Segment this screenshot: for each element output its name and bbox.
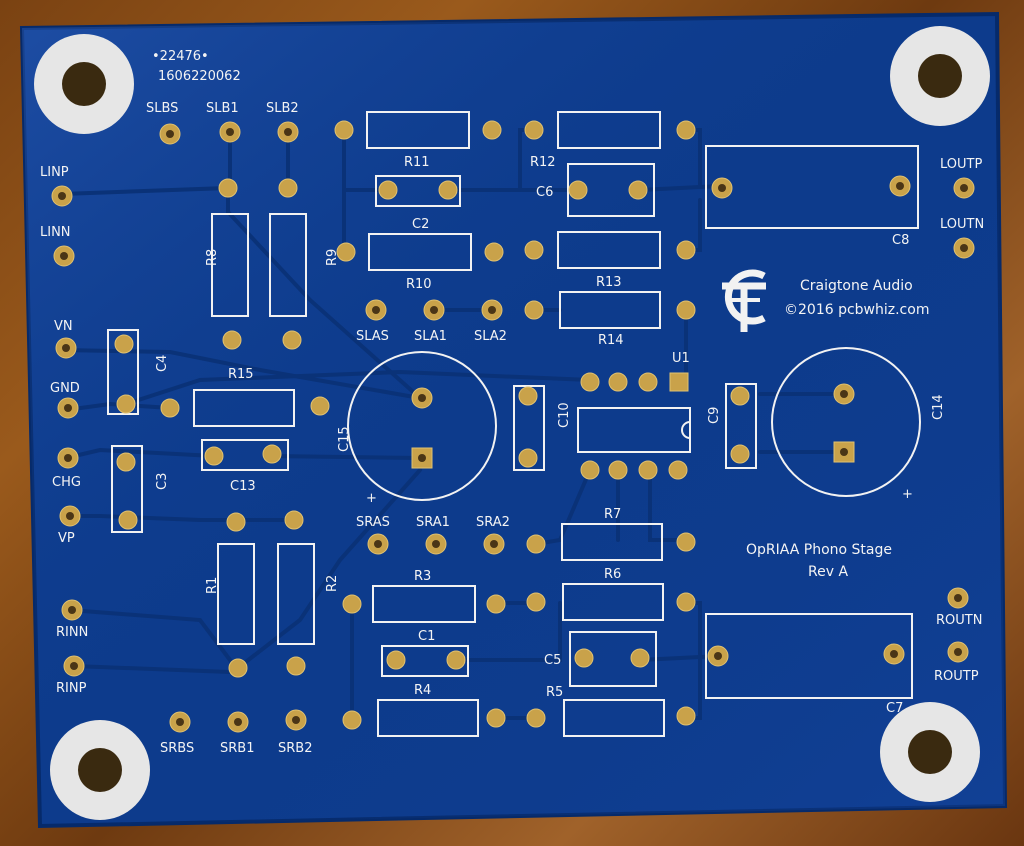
label-r14: R14 <box>598 333 624 348</box>
label-c10: C10 <box>557 402 572 428</box>
label-r4: R4 <box>414 683 431 698</box>
product-rev: Rev A <box>808 564 848 580</box>
label-slbs: SLBS <box>146 101 178 116</box>
label-chg: CHG <box>52 475 81 490</box>
label-slb2: SLB2 <box>266 101 299 116</box>
label-sla2: SLA2 <box>474 329 507 344</box>
label-srb2: SRB2 <box>278 741 312 756</box>
company-name: Craigtone Audio <box>800 278 913 294</box>
label-c9: C9 <box>707 407 722 424</box>
through-hole-pads <box>51 120 975 733</box>
label-sra1: SRA1 <box>416 515 450 530</box>
label-c2: C2 <box>412 217 429 232</box>
label-r12: R12 <box>530 155 556 170</box>
copyright: ©2016 pcbwhiz.com <box>784 302 929 318</box>
label-c4: C4 <box>155 355 170 372</box>
label-loutn: LOUTN <box>940 217 984 232</box>
label-rinp: RINP <box>56 681 87 696</box>
label-sras: SRAS <box>356 515 390 530</box>
label-c14-plus: + <box>902 487 913 502</box>
label-c15-plus: + <box>366 491 377 506</box>
label-r6: R6 <box>604 567 621 582</box>
board-code: 1606220062 <box>158 69 241 84</box>
label-linp: LINP <box>40 165 69 180</box>
label-rinn: RINN <box>56 625 88 640</box>
label-c5: C5 <box>544 653 561 668</box>
label-sra2: SRA2 <box>476 515 510 530</box>
mount-hole-bottom-right <box>880 702 980 802</box>
craigtone-logo-icon <box>722 269 766 332</box>
label-slb1: SLB1 <box>206 101 239 116</box>
label-loutp: LOUTP <box>940 157 982 172</box>
serial-number: •22476• <box>152 49 209 64</box>
label-gnd: GND <box>50 381 80 396</box>
label-r1: R1 <box>205 577 220 594</box>
label-r3: R3 <box>414 569 431 584</box>
label-r8: R8 <box>205 249 220 266</box>
label-c15: C15 <box>337 426 352 452</box>
product-name: OpRIAA Phono Stage <box>746 542 892 558</box>
label-c6: C6 <box>536 185 553 200</box>
label-srb1: SRB1 <box>220 741 254 756</box>
label-c8: C8 <box>892 233 909 248</box>
label-c14: C14 <box>931 394 946 420</box>
label-r15: R15 <box>228 367 254 382</box>
label-r10: R10 <box>406 277 432 292</box>
label-r2: R2 <box>325 575 340 592</box>
label-r5: R5 <box>546 685 563 700</box>
label-linn: LINN <box>40 225 71 240</box>
mount-hole-top-right <box>890 26 990 126</box>
label-srbs: SRBS <box>160 741 194 756</box>
label-vp: VP <box>58 531 75 546</box>
label-r11: R11 <box>404 155 430 170</box>
label-r9: R9 <box>325 249 340 266</box>
label-c7: C7 <box>886 701 903 716</box>
label-sla1: SLA1 <box>414 329 447 344</box>
silkscreen-outlines <box>107 111 921 737</box>
component-labels: R11 R12 C2 C6 C8 R10 R13 R14 U1 R8 R9 C4… <box>155 155 946 716</box>
mount-hole-top-left <box>34 34 134 134</box>
label-u1: U1 <box>672 351 690 366</box>
label-c13: C13 <box>230 479 256 494</box>
label-c1: C1 <box>418 629 435 644</box>
label-r13: R13 <box>596 275 622 290</box>
label-routn: ROUTN <box>936 613 982 628</box>
label-vn: VN <box>54 319 73 334</box>
label-slas: SLAS <box>356 329 389 344</box>
mount-hole-bottom-left <box>50 720 150 820</box>
label-r7: R7 <box>604 507 621 522</box>
pad-holes <box>58 128 968 726</box>
label-c3: C3 <box>155 473 170 490</box>
label-routp: ROUTP <box>934 669 979 684</box>
connector-labels: LINP LINN VN GND CHG VP RINN RINP LOUTP … <box>40 101 984 756</box>
